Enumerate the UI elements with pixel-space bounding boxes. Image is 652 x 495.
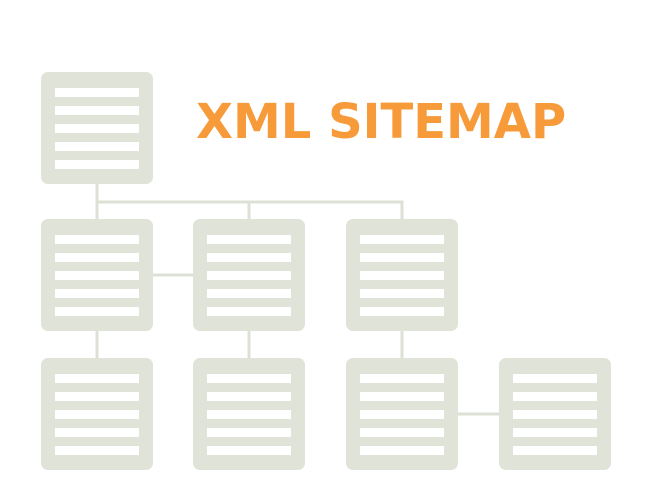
page-line	[55, 307, 139, 316]
document-page-icon	[193, 358, 305, 470]
document-page-icon	[499, 358, 611, 470]
page-line	[360, 253, 444, 262]
document-page-icon	[41, 358, 153, 470]
page-line	[55, 124, 139, 133]
page-line	[360, 289, 444, 298]
page-line	[55, 289, 139, 298]
document-page-icon	[346, 358, 458, 470]
page-line	[207, 289, 291, 298]
page-line	[360, 271, 444, 280]
connector-line	[95, 184, 404, 219]
page-line	[360, 307, 444, 316]
page-line	[55, 374, 139, 383]
page-line	[207, 446, 291, 455]
page-line	[55, 410, 139, 419]
document-page-icon	[193, 219, 305, 331]
page-line	[55, 428, 139, 437]
page-line	[513, 428, 597, 437]
page-line	[55, 271, 139, 280]
page-line	[207, 271, 291, 280]
page-line	[55, 106, 139, 115]
document-page-icon	[41, 72, 153, 184]
page-line	[360, 235, 444, 244]
page-line	[513, 410, 597, 419]
page-nodes	[41, 72, 611, 470]
page-line	[360, 428, 444, 437]
page-line	[55, 88, 139, 97]
page-line	[207, 307, 291, 316]
page-line	[207, 374, 291, 383]
page-line	[360, 446, 444, 455]
page-line	[360, 374, 444, 383]
page-line	[207, 235, 291, 244]
page-line	[513, 392, 597, 401]
page-line	[207, 253, 291, 262]
page-line	[207, 428, 291, 437]
page-line	[55, 160, 139, 169]
page-line	[55, 446, 139, 455]
page-line	[55, 392, 139, 401]
page-line	[55, 253, 139, 262]
page-line	[207, 392, 291, 401]
page-line	[207, 410, 291, 419]
connector-lines	[95, 184, 499, 416]
diagram-title: XML SITEMAP	[196, 94, 567, 150]
page-line	[513, 374, 597, 383]
document-page-icon	[41, 219, 153, 331]
page-line	[360, 410, 444, 419]
page-line	[55, 235, 139, 244]
page-line	[513, 446, 597, 455]
document-page-icon	[346, 219, 458, 331]
page-line	[55, 142, 139, 151]
page-line	[360, 392, 444, 401]
